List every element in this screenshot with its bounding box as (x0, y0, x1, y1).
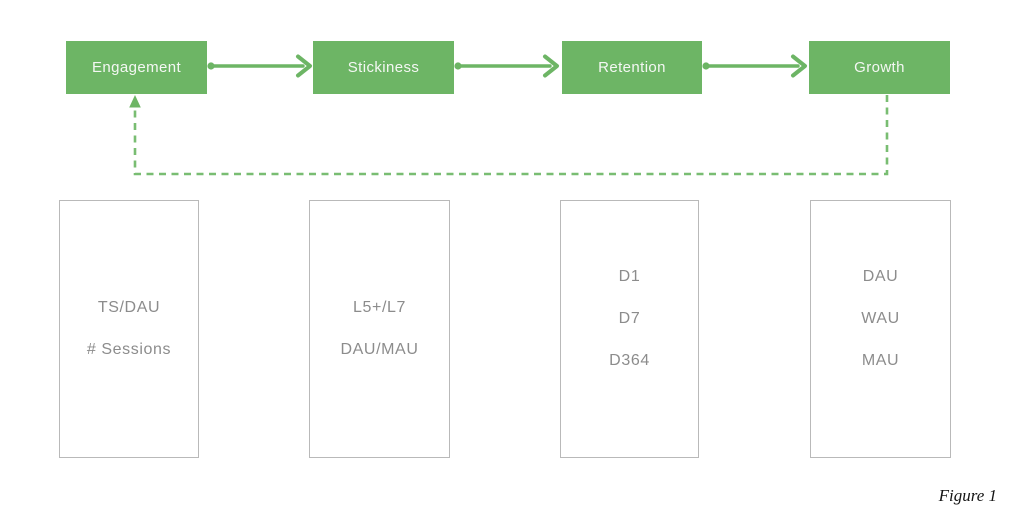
stage-label: Growth (854, 59, 905, 76)
arrow-up-head-icon (129, 95, 141, 108)
stage-label: Retention (598, 59, 666, 76)
figure-caption: Figure 1 (938, 486, 997, 505)
metric-label: D364 (609, 352, 650, 369)
metric-label: L5+/L7 (353, 299, 406, 316)
metric-list: L5+/L7 DAU/MAU (341, 298, 419, 360)
stage-box-engagement: Engagement (66, 41, 207, 94)
arrow-right-icon (207, 54, 312, 78)
metric-label: MAU (861, 352, 900, 369)
metric-list: D1 D7 D364 (609, 267, 650, 371)
metric-label: D1 (618, 268, 641, 285)
metric-label: DAU/MAU (340, 341, 419, 358)
metric-list: TS/DAU # Sessions (87, 298, 171, 360)
stage-box-stickiness: Stickiness (313, 41, 454, 94)
metric-label: # Sessions (86, 341, 172, 358)
metric-label: WAU (861, 310, 900, 327)
metric-label: D7 (618, 310, 641, 327)
stage-box-growth: Growth (809, 41, 950, 94)
dashed-feedback-arrow-icon (129, 95, 889, 176)
arrow-right-icon (454, 54, 559, 78)
metric-box-growth: DAU WAU MAU (810, 200, 951, 458)
stage-label: Engagement (91, 59, 182, 76)
metric-box-retention: D1 D7 D364 (560, 200, 699, 458)
metric-label: DAU (862, 268, 899, 285)
stage-box-retention: Retention (562, 41, 702, 94)
metric-list: DAU WAU MAU (861, 267, 900, 371)
arrow-right-icon (702, 54, 807, 78)
metric-box-engagement: TS/DAU # Sessions (59, 200, 199, 458)
metric-box-stickiness: L5+/L7 DAU/MAU (309, 200, 450, 458)
metric-label: TS/DAU (97, 299, 161, 316)
stage-label: Stickiness (347, 59, 420, 76)
